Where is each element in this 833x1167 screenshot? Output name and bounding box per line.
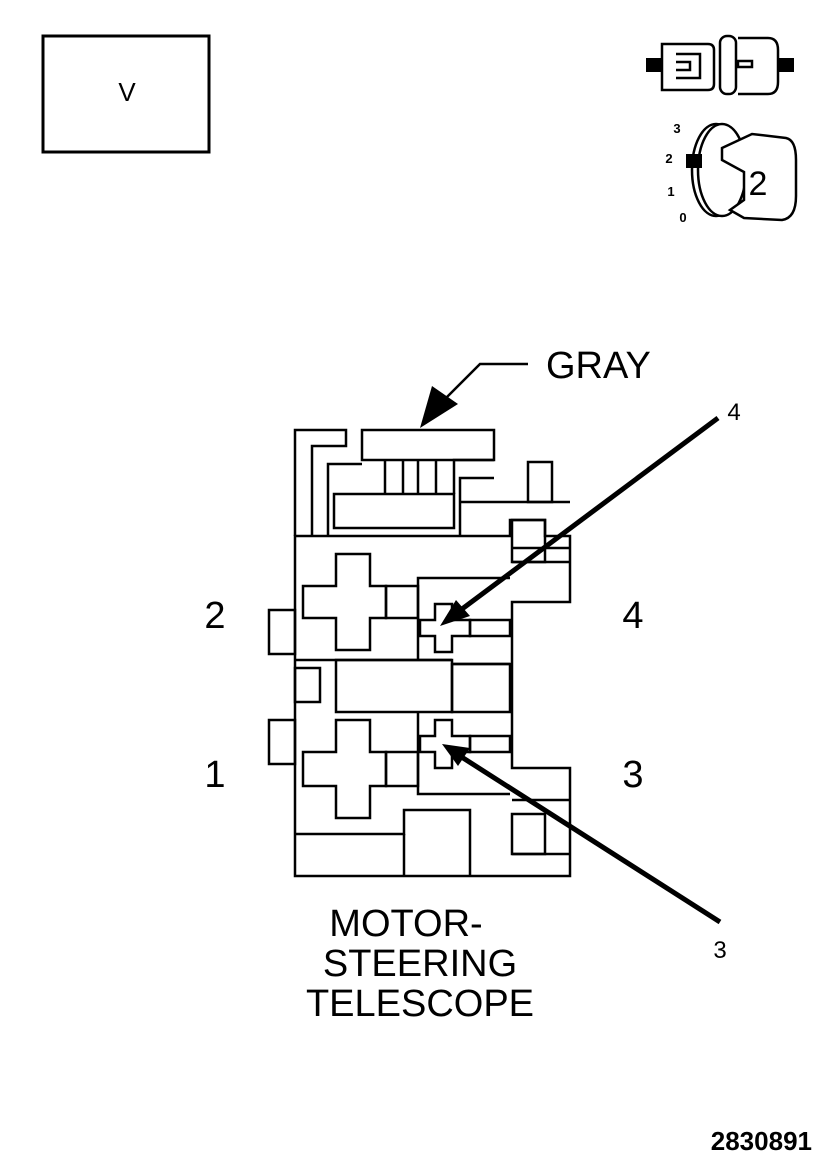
- terminal-3-leader: 3: [442, 744, 727, 964]
- terminal-4-callout: 4: [727, 399, 740, 426]
- connector-pair-icon: [646, 34, 794, 96]
- pin-label-2: 2: [204, 595, 225, 637]
- terminal-3-callout: 3: [713, 937, 726, 964]
- connector-face: [267, 428, 572, 878]
- view-letter: V: [118, 77, 136, 107]
- key-number: 2: [749, 165, 768, 203]
- pin-label-4: 4: [622, 595, 643, 637]
- gray-callout: GRAY: [420, 345, 651, 428]
- figure-id: 2830891: [711, 1126, 812, 1156]
- pin-label-3: 3: [622, 754, 643, 796]
- position-1: 1: [667, 184, 674, 199]
- position-0: 0: [679, 210, 686, 225]
- pin-label-1: 1: [204, 754, 225, 796]
- position-3: 3: [673, 121, 680, 136]
- component-name-line-3: TELESCOPE: [306, 983, 534, 1025]
- position-2: 2: [665, 151, 672, 166]
- color-label: GRAY: [546, 345, 651, 387]
- component-name-line-2: STEERING: [323, 943, 517, 985]
- component-name: MOTOR- STEERING TELESCOPE: [306, 903, 534, 1025]
- key-position-icon: 3 2 1 0 2: [665, 121, 798, 225]
- terminal-4-leader: 4: [440, 399, 741, 626]
- component-name-line-1: MOTOR-: [329, 903, 482, 945]
- view-box: V: [41, 34, 211, 154]
